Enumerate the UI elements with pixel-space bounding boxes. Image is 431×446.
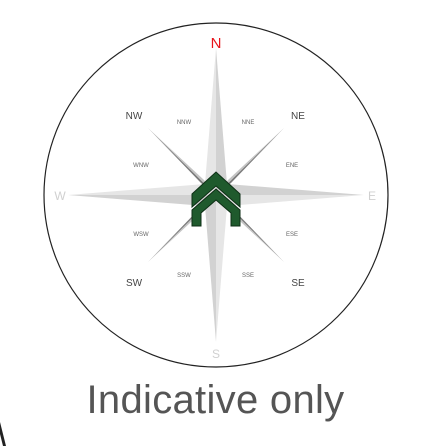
label-sw: SW — [126, 278, 143, 289]
label-wnw: WNW — [133, 163, 149, 169]
label-nnw: NNW — [177, 120, 192, 126]
label-ne: NE — [291, 111, 305, 122]
label-s: S — [212, 347, 220, 361]
label-wsw: WSW — [133, 232, 149, 238]
label-se: SE — [291, 278, 305, 289]
label-nw: NW — [126, 111, 143, 122]
label-w: W — [54, 189, 66, 203]
label-ssw: SSW — [177, 273, 191, 279]
indicative-caption: Indicative only — [0, 378, 431, 423]
label-ene: ENE — [286, 163, 298, 169]
label-nne: NNE — [242, 120, 255, 126]
edge-fragment — [0, 404, 8, 446]
label-n: N — [211, 35, 222, 52]
label-sse: SSE — [242, 273, 254, 279]
label-e: E — [368, 189, 376, 203]
label-ese: ESE — [286, 232, 298, 238]
